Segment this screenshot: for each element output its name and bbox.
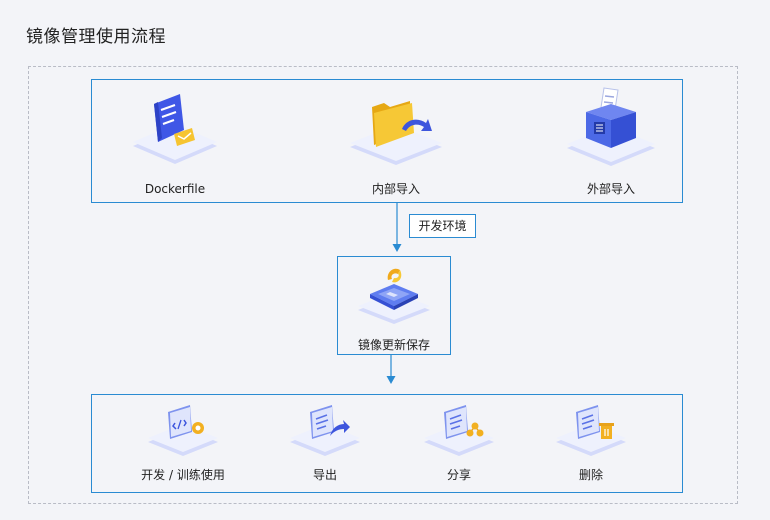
folder-import-icon (350, 101, 442, 165)
document-icon (133, 94, 217, 164)
action-label: 开发 / 训练使用 (141, 468, 225, 482)
action-develop-train: 开发 / 训练使用 (129, 464, 237, 483)
delete-icon (556, 405, 626, 456)
source-label: 外部导入 (586, 182, 635, 196)
sources-box (91, 79, 683, 203)
code-gear-icon (148, 405, 218, 456)
action-export: 导出 (286, 464, 364, 483)
image-save-box (337, 256, 451, 355)
edge-label: 开发环境 (409, 214, 476, 238)
center-label: 镜像更新保存 (357, 338, 430, 352)
action-share: 分享 (420, 464, 498, 483)
export-icon (290, 405, 360, 456)
source-dockerfile: Dockerfile (128, 178, 222, 197)
flow-arrow-down (392, 203, 402, 252)
action-label: 分享 (446, 468, 471, 482)
source-label: Dockerfile (144, 182, 206, 196)
share-icon (424, 405, 494, 456)
actions-box (91, 394, 683, 493)
source-external-import: 外部导入 (562, 178, 660, 197)
source-label: 内部导入 (371, 182, 420, 196)
upload-box-icon (567, 87, 655, 166)
action-delete: 删除 (552, 464, 630, 483)
action-label: 导出 (312, 468, 337, 482)
flow-frame (28, 66, 738, 504)
image-save-icon (358, 268, 430, 324)
image-save-node: 镜像更新保存 (337, 334, 451, 353)
page-title: 镜像管理使用流程 (26, 27, 166, 47)
source-internal-import: 内部导入 (344, 178, 448, 197)
action-label: 删除 (578, 468, 603, 482)
flow-arrow-down (386, 355, 396, 384)
